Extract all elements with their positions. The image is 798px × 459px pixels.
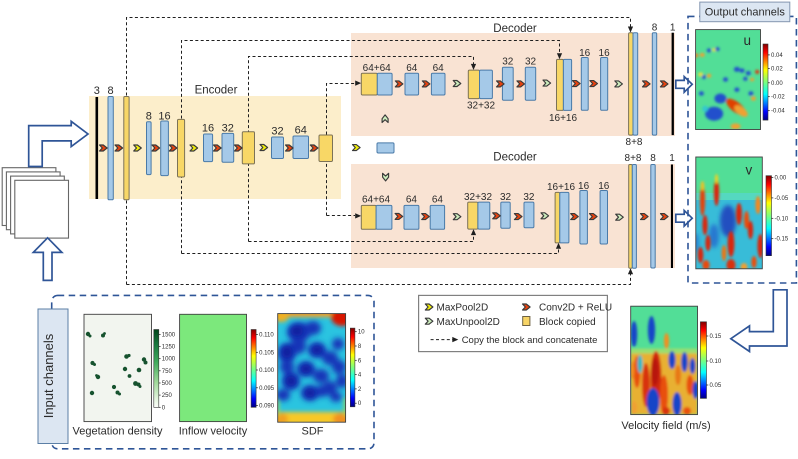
svg-text:64: 64: [433, 63, 445, 74]
svg-text:32: 32: [271, 126, 283, 138]
svg-text:32: 32: [525, 56, 537, 67]
svg-text:0.095: 0.095: [259, 386, 275, 392]
svg-text:32: 32: [523, 192, 535, 203]
svg-text:0.100: 0.100: [259, 368, 275, 374]
svg-text:64+64: 64+64: [363, 63, 392, 74]
svg-text:64: 64: [406, 63, 418, 74]
svg-text:32+32: 32+32: [467, 100, 496, 111]
svg-text:32: 32: [502, 56, 514, 67]
svg-text:0.02: 0.02: [771, 67, 783, 73]
svg-text:16: 16: [158, 111, 170, 123]
svg-text:1: 1: [669, 153, 675, 164]
svg-text:10: 10: [358, 330, 365, 336]
svg-text:8+8: 8+8: [626, 137, 643, 148]
svg-text:8: 8: [358, 344, 362, 350]
svg-text:Copy the block and concatenate: Copy the block and concatenate: [462, 335, 598, 346]
svg-text:8+8: 8+8: [625, 153, 642, 164]
svg-text:16: 16: [599, 48, 611, 59]
svg-text:4: 4: [358, 373, 362, 379]
svg-text:750: 750: [162, 369, 173, 375]
svg-text:16: 16: [579, 48, 591, 59]
svg-text:u: u: [744, 33, 752, 48]
svg-text:MaxPool2D: MaxPool2D: [437, 303, 489, 314]
svg-text:64: 64: [406, 194, 418, 205]
svg-text:SDF: SDF: [302, 426, 324, 438]
svg-text:-0.04: -0.04: [771, 109, 785, 115]
svg-text:Decoder: Decoder: [493, 23, 537, 35]
svg-text:1: 1: [670, 22, 676, 33]
svg-text:Block copied: Block copied: [539, 317, 596, 328]
svg-text:16: 16: [598, 181, 610, 192]
svg-text:32+32: 32+32: [464, 192, 493, 203]
svg-text:8: 8: [108, 85, 114, 97]
svg-text:0.090: 0.090: [259, 404, 275, 410]
svg-text:1500: 1500: [162, 332, 176, 338]
svg-text:8: 8: [650, 153, 656, 164]
svg-text:64+64: 64+64: [362, 194, 391, 205]
svg-text:32: 32: [222, 123, 234, 135]
svg-text:MaxUnpool2D: MaxUnpool2D: [437, 317, 500, 328]
svg-text:0.15: 0.15: [710, 334, 722, 340]
svg-text:16+16: 16+16: [549, 113, 578, 124]
svg-text:Input channels: Input channels: [41, 333, 56, 418]
svg-text:16: 16: [578, 181, 590, 192]
svg-text:0.00: 0.00: [775, 176, 787, 182]
svg-text:0.00: 0.00: [771, 81, 783, 87]
svg-text:Output channels: Output channels: [705, 7, 786, 19]
svg-text:Encoder: Encoder: [195, 85, 238, 97]
svg-text:64: 64: [432, 194, 444, 205]
svg-text:Velocity field (m/s): Velocity field (m/s): [621, 420, 710, 432]
svg-text:0.05: 0.05: [710, 383, 722, 389]
svg-text:16+16: 16+16: [547, 182, 576, 193]
svg-text:0.10: 0.10: [710, 359, 722, 365]
svg-text:0: 0: [162, 405, 166, 411]
svg-text:0.105: 0.105: [259, 350, 275, 356]
svg-text:-0.02: -0.02: [771, 95, 785, 101]
svg-text:0.04: 0.04: [771, 53, 783, 59]
svg-text:Vegetation density: Vegetation density: [73, 426, 163, 438]
svg-text:1250: 1250: [162, 345, 176, 351]
svg-text:-0.15: -0.15: [775, 237, 789, 243]
svg-text:500: 500: [162, 381, 173, 387]
svg-text:3: 3: [94, 85, 100, 97]
svg-text:0.110: 0.110: [259, 333, 274, 339]
svg-text:250: 250: [162, 393, 173, 399]
svg-text:8: 8: [652, 22, 658, 33]
svg-text:Inflow velocity: Inflow velocity: [179, 426, 248, 438]
svg-text:2: 2: [358, 387, 362, 393]
svg-text:8: 8: [146, 111, 152, 123]
svg-text:-0.05: -0.05: [775, 196, 789, 202]
svg-text:32: 32: [500, 192, 512, 203]
svg-text:-0.10: -0.10: [775, 216, 789, 222]
svg-text:0: 0: [358, 401, 362, 407]
svg-text:v: v: [746, 163, 753, 178]
svg-text:6: 6: [358, 358, 362, 364]
svg-text:16: 16: [202, 123, 214, 135]
svg-text:Conv2D + ReLU: Conv2D + ReLU: [539, 303, 612, 314]
svg-text:64: 64: [295, 125, 307, 137]
svg-text:Decoder: Decoder: [493, 152, 537, 164]
svg-text:1000: 1000: [162, 357, 176, 363]
